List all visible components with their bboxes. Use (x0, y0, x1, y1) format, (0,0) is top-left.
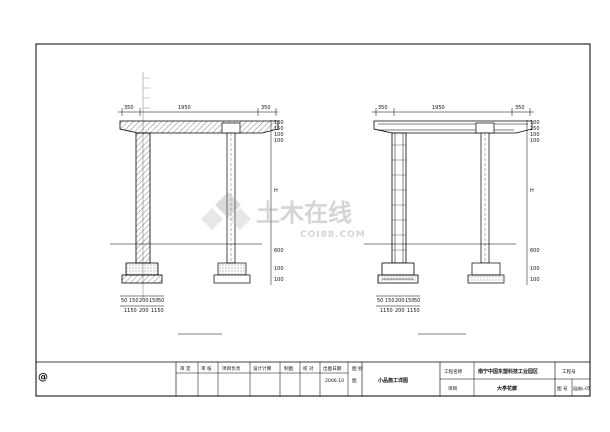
tb-item-name: 大亭花廊 (497, 385, 517, 392)
left-dim-right-h: H (274, 188, 278, 194)
left-dim-right-7: 100 (274, 266, 284, 272)
left-dim-right-4: 100 (274, 138, 284, 144)
tb-label-approve: 审 定 (180, 365, 191, 372)
tb-label-category: 图 别 (352, 365, 363, 372)
right-dim-right-h: H (530, 188, 534, 194)
right-dim-top-2: 1950 (432, 105, 445, 111)
left-dim-bot2-2: 200 (139, 308, 149, 314)
tb-label-review: 审 核 (201, 365, 212, 372)
right-dim-right-3: 100 (530, 132, 540, 138)
tb-drawing-no-value: 园施L-05 (573, 385, 591, 392)
right-dim-right-2: 150 (530, 126, 540, 132)
left-dim-bot2-3: 1150 (151, 308, 164, 314)
right-dim-bot1-1: 50 (377, 298, 383, 304)
watermark-text-cn: 土木在线 (256, 199, 352, 227)
watermark-logo-icon (201, 192, 251, 230)
right-dim-bot2-3: 1150 (407, 308, 420, 314)
watermark-text-en: COI88.COM (300, 230, 366, 240)
right-dim-right-4: 100 (530, 138, 540, 144)
tb-label-date: 出图日期 (323, 365, 342, 372)
tb-label-design: 设计计算 (253, 365, 272, 372)
right-dim-bot2-1: 1150 (380, 308, 393, 314)
right-dim-bot1-2: 150 (385, 298, 395, 304)
tb-drawing-no-label: 图 号 (557, 386, 568, 392)
right-dim-bot2-2: 200 (395, 308, 405, 314)
tb-label-item: 项目 (448, 386, 457, 392)
right-dim-bot1-5: 50 (414, 298, 420, 304)
title-block: @ 审 定 审 核 项目负责 设计计算 制图 校 对 出图日期 2006.10 … (36, 361, 591, 396)
sheet-border (35, 43, 591, 397)
right-dim-bot1-3: 200 (395, 298, 405, 304)
left-dim-top-3: 350 (261, 105, 271, 111)
right-dim-right-1: 100 (530, 120, 540, 126)
left-dim-top-2: 1950 (178, 105, 191, 111)
right-dim-top-3: 350 (515, 105, 525, 111)
left-dim-right-2: 150 (274, 126, 284, 132)
tb-label-check: 校 对 (303, 365, 314, 372)
left-dim-top-1: 350 (124, 105, 134, 111)
left-dim-bot1-1: 50 (121, 298, 127, 304)
right-dim-right-8: 100 (530, 277, 540, 283)
left-dim-bot1-4: 150 (149, 298, 159, 304)
watermark: 土木在线 COI88.COM (201, 192, 366, 240)
right-dim-right-6: 600 (530, 248, 540, 254)
tb-category-value: 图 (352, 378, 357, 384)
tb-label-lead: 项目负责 (222, 365, 241, 372)
left-dim-right-6: 600 (274, 248, 284, 254)
right-dim-top-1: 350 (378, 105, 388, 111)
left-dim-right-8: 100 (274, 277, 284, 283)
left-dim-bot1-5: 50 (158, 298, 164, 304)
left-dim-bot1-3: 200 (139, 298, 149, 304)
tb-project-name: 南宁中国东盟科技工业园区 (478, 368, 538, 375)
tb-date-value: 2006.10 (325, 378, 344, 384)
tb-logo-mark: @ (38, 372, 48, 383)
tb-label-project: 工程名称 (444, 368, 463, 375)
tb-label-job-no: 工程号 (562, 368, 576, 375)
left-dim-bot1-2: 150 (129, 298, 139, 304)
right-elevation: 350 1950 350 100 150 100 1 (364, 105, 540, 335)
tb-label-draft: 制图 (284, 365, 294, 372)
left-elevation: 350 1950 350 100 150 100 100 H 600 100 1… (110, 72, 284, 335)
tb-drawing-title: 小品施工详图 (378, 377, 408, 384)
left-dim-right-1: 100 (274, 120, 284, 126)
left-dim-bot2-1: 1150 (124, 308, 137, 314)
left-dim-right-3: 100 (274, 132, 284, 138)
right-dim-right-7: 100 (530, 266, 540, 272)
right-dim-bot1-4: 150 (405, 298, 415, 304)
